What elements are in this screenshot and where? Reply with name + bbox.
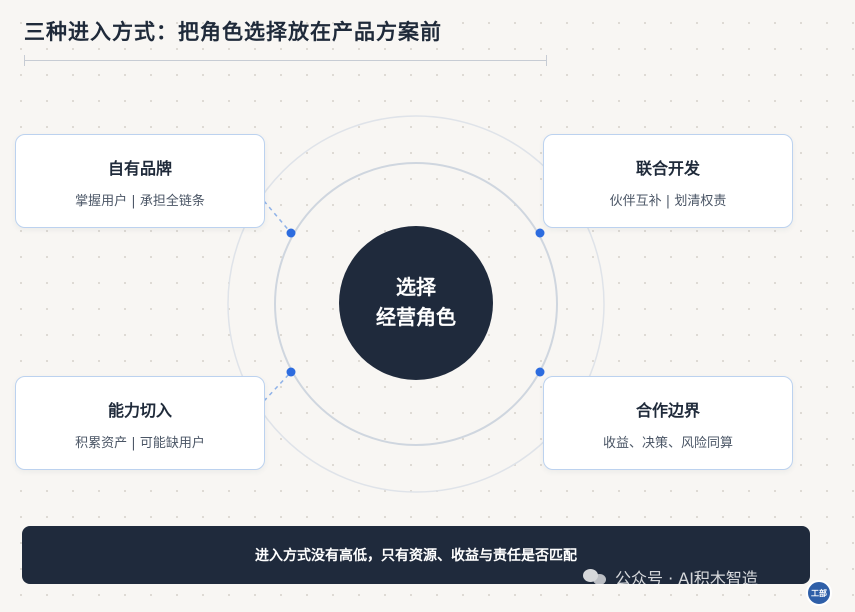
watermark: 公众号 · AI积木智造 xyxy=(583,566,828,588)
card-capability-entry: 能力切入 积累资产 | 可能缺用户 xyxy=(15,376,265,470)
card-title: 能力切入 xyxy=(107,401,172,420)
card-title: 合作边界 xyxy=(635,401,700,420)
card-subtitle: 积累资产 | 可能缺用户 xyxy=(75,436,205,451)
inner-ring xyxy=(274,162,558,446)
connector-top-left xyxy=(263,200,292,234)
center-circle xyxy=(339,226,493,380)
connector-bottom-left xyxy=(263,371,292,402)
node-dot-bottom-right xyxy=(535,367,545,377)
wechat-icon xyxy=(583,568,607,586)
summary-banner: 进入方式没有高低，只有资源、收益与责任是否匹配 xyxy=(22,526,810,584)
card-own-brand: 自有品牌 掌握用户 | 承担全链条 xyxy=(15,134,265,228)
node-dot-bottom-left xyxy=(286,367,296,377)
card-joint-development: 联合开发 伙伴互补 | 划清权责 xyxy=(543,134,793,228)
page-title: 三种进入方式：把角色选择放在产品方案前 xyxy=(24,20,442,44)
watermark-text: 公众号 · AI积木智造 xyxy=(615,569,758,588)
watermark-badge: 工部 xyxy=(806,580,832,606)
card-subtitle: 掌握用户 | 承担全链条 xyxy=(75,194,205,209)
outer-ring xyxy=(227,115,605,493)
card-cooperation-boundary: 合作边界 收益、决策、风险同算 xyxy=(543,376,793,470)
card-title: 自有品牌 xyxy=(107,159,172,178)
title-underline xyxy=(24,55,547,66)
node-dot-top-right xyxy=(535,228,545,238)
card-subtitle: 收益、决策、风险同算 xyxy=(602,436,733,451)
node-dot-top-left xyxy=(286,228,296,238)
card-subtitle: 伙伴互补 | 划清权责 xyxy=(609,194,727,209)
card-title: 联合开发 xyxy=(635,159,700,178)
